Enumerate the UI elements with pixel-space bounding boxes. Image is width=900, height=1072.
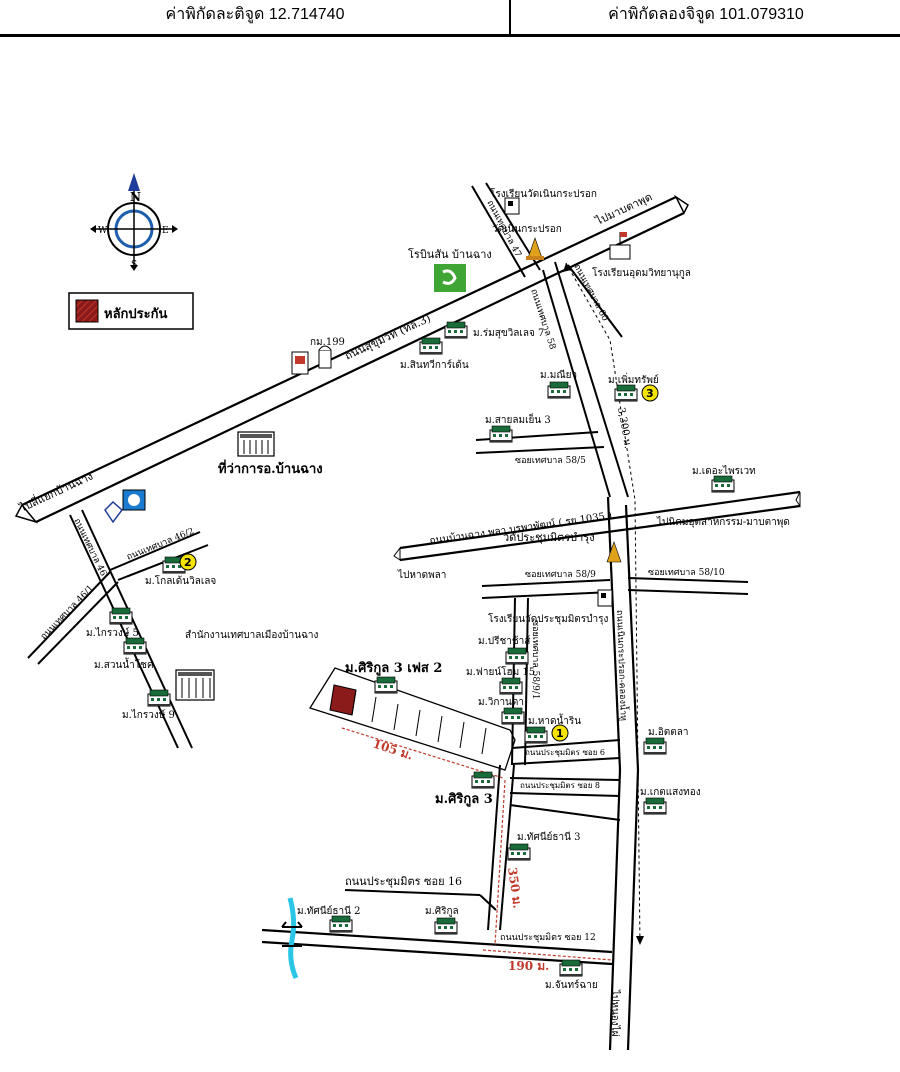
compass-n: N [130,190,141,204]
soi-58-10-label: ซอยเทศบาล 58/10 [648,568,725,578]
coordinate-header: ค่าพิกัดละติจูด 12.714740 ค่าพิกัดลองจิจ… [0,0,900,37]
ittala-label: ม.อิตตลา [648,727,689,738]
sin-garden-label: ม.สินทวีการ์เด้น [400,359,469,371]
kae-phai-label: ม.เดอะไพรเวท [692,465,756,477]
sailom-label: ม.สายลมเย็น 3 [485,412,551,426]
municipal-label: สำนักงานเทศบาลเมืองบ้านฉาง [185,629,319,641]
school-prachum-icon [597,589,613,607]
marker-2: 2 [184,556,192,569]
kolden-label: ม.โกลเด้นวิลเลจ [145,574,216,587]
temple-icon [526,237,544,260]
marker-3: 3 [646,387,654,400]
legend-swatch [75,299,99,323]
km199-text: กม.199 [310,337,345,348]
to-industrial-label: ไปนิคมอุตสาหกรรม-มาบตาพุด [656,516,790,528]
soi-58-label: ถนนเทศบาล 58 [528,288,557,351]
to-nong-phai-label: ไปหนองไผ่ [609,989,621,1037]
legend: หลักประกัน [68,292,194,330]
school-prachum-label: โรงเรียนวัดประชุมมิตรบำรุง [488,612,608,625]
preecha-label: ม.ปรีชาช้าส์ [478,635,530,647]
legend-label: หลักประกัน [104,307,167,322]
robinson-label: โรบินสัน บ้านฉาง [408,247,492,261]
prachum-6-label: ถนนประชุมมิตร ซอย 6 [525,748,605,757]
dist-190: 190 ม. [508,959,549,973]
suan-nam-chok-label: ม.สวนน้ำโชค [94,657,154,671]
temple-prachum-icon [606,541,622,563]
sirikul-label: ม.ศิริกูล [425,906,459,917]
soi-58-5-label: ซอยเทศบาล 58/5 [515,456,586,466]
compass-icon: N S E W [90,173,178,271]
bank-icons [104,489,146,524]
kaeng-saeng-label: ม.เกตแสงทอง [640,787,701,798]
compass-e: E [162,226,169,236]
latitude-label: ค่าพิกัดละติจูด 12.714740 [165,6,345,23]
maneeya-label: ม.มณียา [540,369,577,381]
dist-3300-label: 3,300 ม. [615,407,633,450]
hat-namrin-label: ม.หาดน้ำริน [528,713,581,727]
km-post-icon [291,351,309,375]
school-flag-icon [609,232,631,260]
school-icon [504,197,520,215]
header-divider [509,0,511,34]
canal [287,897,299,980]
siri3-phase2-label: ม.ศิริกูล 3 เฟส 2 [345,661,442,676]
wat-prachum-label: วัดประชุมมิตรบำรุง [503,531,595,544]
chantra-label: ม.จันทร์ฉาย [545,979,598,991]
to-phla-label: ไปหาดพลา [397,569,446,581]
municipal-office-icon [175,669,215,701]
collateral-lot [329,684,357,716]
krai-9-label: ม.ไกรวงษ์ 9 [122,709,175,721]
marker-1: 1 [556,727,564,740]
rom-suk-label: ม.ร่มสุขวิลเลจ 7 [473,328,544,339]
to-junction-label: ไปสี่แยกบ้านฉาง [16,468,95,515]
permsap-label: ม.เพิ่มทรัพย์ [608,372,659,386]
fine-home-label: ม.ฟายน์โฮม 15 [466,665,535,678]
prachum-8-label: ถนนประชุมมิตร ซอย 8 [520,781,600,790]
wikanda-label: ม.วิกานดา [478,697,524,708]
longitude-label: ค่าพิกัดลองจิจูด 101.079310 [608,6,804,23]
wat-noen-label: วัดเนินกระปรอก [492,224,562,235]
siri3-label: ม.ศิริกูล 3 [435,792,493,807]
district-office-icon [237,431,275,457]
prachum-12-label: ถนนประชุมมิตร ซอย 12 [500,932,596,943]
school-noen-label: โรงเรียนวัดเนินกระปรอก [490,187,597,200]
tassani3-label: ม.ทัศนีย์ธานี 3 [517,831,581,843]
dist-105: 105 ม. [371,737,415,763]
district-label: ที่ว่าการอ.บ้านฉาง [218,459,323,477]
milestone-icon [318,345,332,369]
tassani2-label: ม.ทัศนีย์ธานี 2 [297,905,361,917]
soi-58-9-label: ซอยเทศบาล 58/9 [525,570,596,580]
school-udom-label: โรงเรียนอุดมวิทยานุกูล [592,266,691,279]
soi-58-9-1-label: ซอยเทศบาล 58/9/1 [530,620,540,700]
compass-s: S [131,260,137,270]
krai-5-label: ม.ไกรวงษ์ 5 [86,627,139,639]
compass-w: W [98,226,108,236]
sukhumvit-road: ถนนสุขุมวิท (ทล.3) ไปมาบตาพุด ไปสี่แยกบ้… [14,190,689,524]
prachum-16-label: ถนนประชุมมิตร ซอย 16 [345,875,462,888]
robinson-logo-icon [434,264,466,292]
project-site [309,667,516,771]
dist-350: 350 ม. [505,866,525,909]
bridge-icon [281,921,303,947]
